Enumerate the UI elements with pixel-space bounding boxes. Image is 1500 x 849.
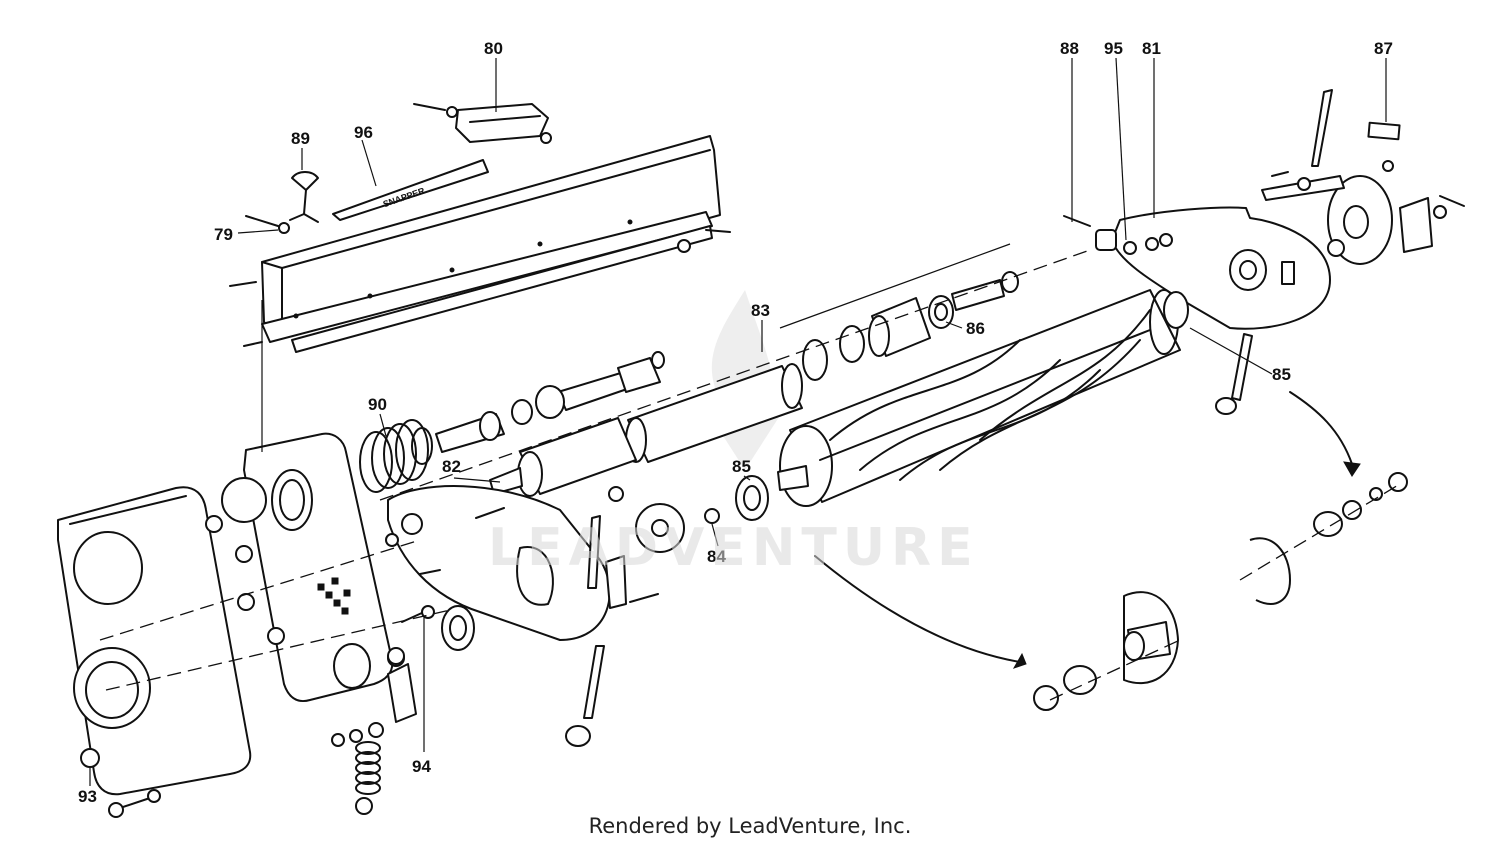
assembly-centerlines — [99, 243, 1401, 701]
callout-96: 96 — [354, 123, 373, 142]
callout-85-right: 85 — [1272, 365, 1291, 384]
watermark-text: LEADVENTURE — [488, 518, 979, 578]
callout-88: 88 — [1060, 39, 1079, 58]
callout-94: 94 — [412, 757, 431, 776]
callout-85-center: 85 — [732, 457, 751, 476]
callout-84: 84 — [707, 547, 726, 566]
callout-87: 87 — [1374, 39, 1393, 58]
baffle-assembly: SNAPPER — [229, 103, 731, 353]
callout-79: 79 — [214, 225, 233, 244]
callout-leader-lines — [89, 57, 1387, 786]
callout-80: 80 — [484, 39, 503, 58]
assembly-arrows — [814, 391, 1361, 669]
callout-81: 81 — [1142, 39, 1161, 58]
gear-case-assembly — [57, 432, 685, 818]
callout-90: 90 — [368, 395, 387, 414]
callout-95: 95 — [1104, 39, 1123, 58]
reel-shaft-parts — [359, 271, 1189, 651]
callout-86: 86 — [966, 319, 985, 338]
footer-credit: Rendered by LeadVenture, Inc. — [588, 814, 912, 838]
callout-82: 82 — [442, 457, 461, 476]
wheel-parts — [1033, 472, 1408, 711]
callout-83: 83 — [751, 301, 770, 320]
callout-labels: 80 96 89 79 88 95 81 87 83 86 85 90 82 8… — [78, 39, 1393, 806]
right-side-plate-assembly — [1063, 89, 1465, 415]
callout-93: 93 — [78, 787, 97, 806]
reel-cylinder — [777, 289, 1181, 507]
callout-89: 89 — [291, 129, 310, 148]
